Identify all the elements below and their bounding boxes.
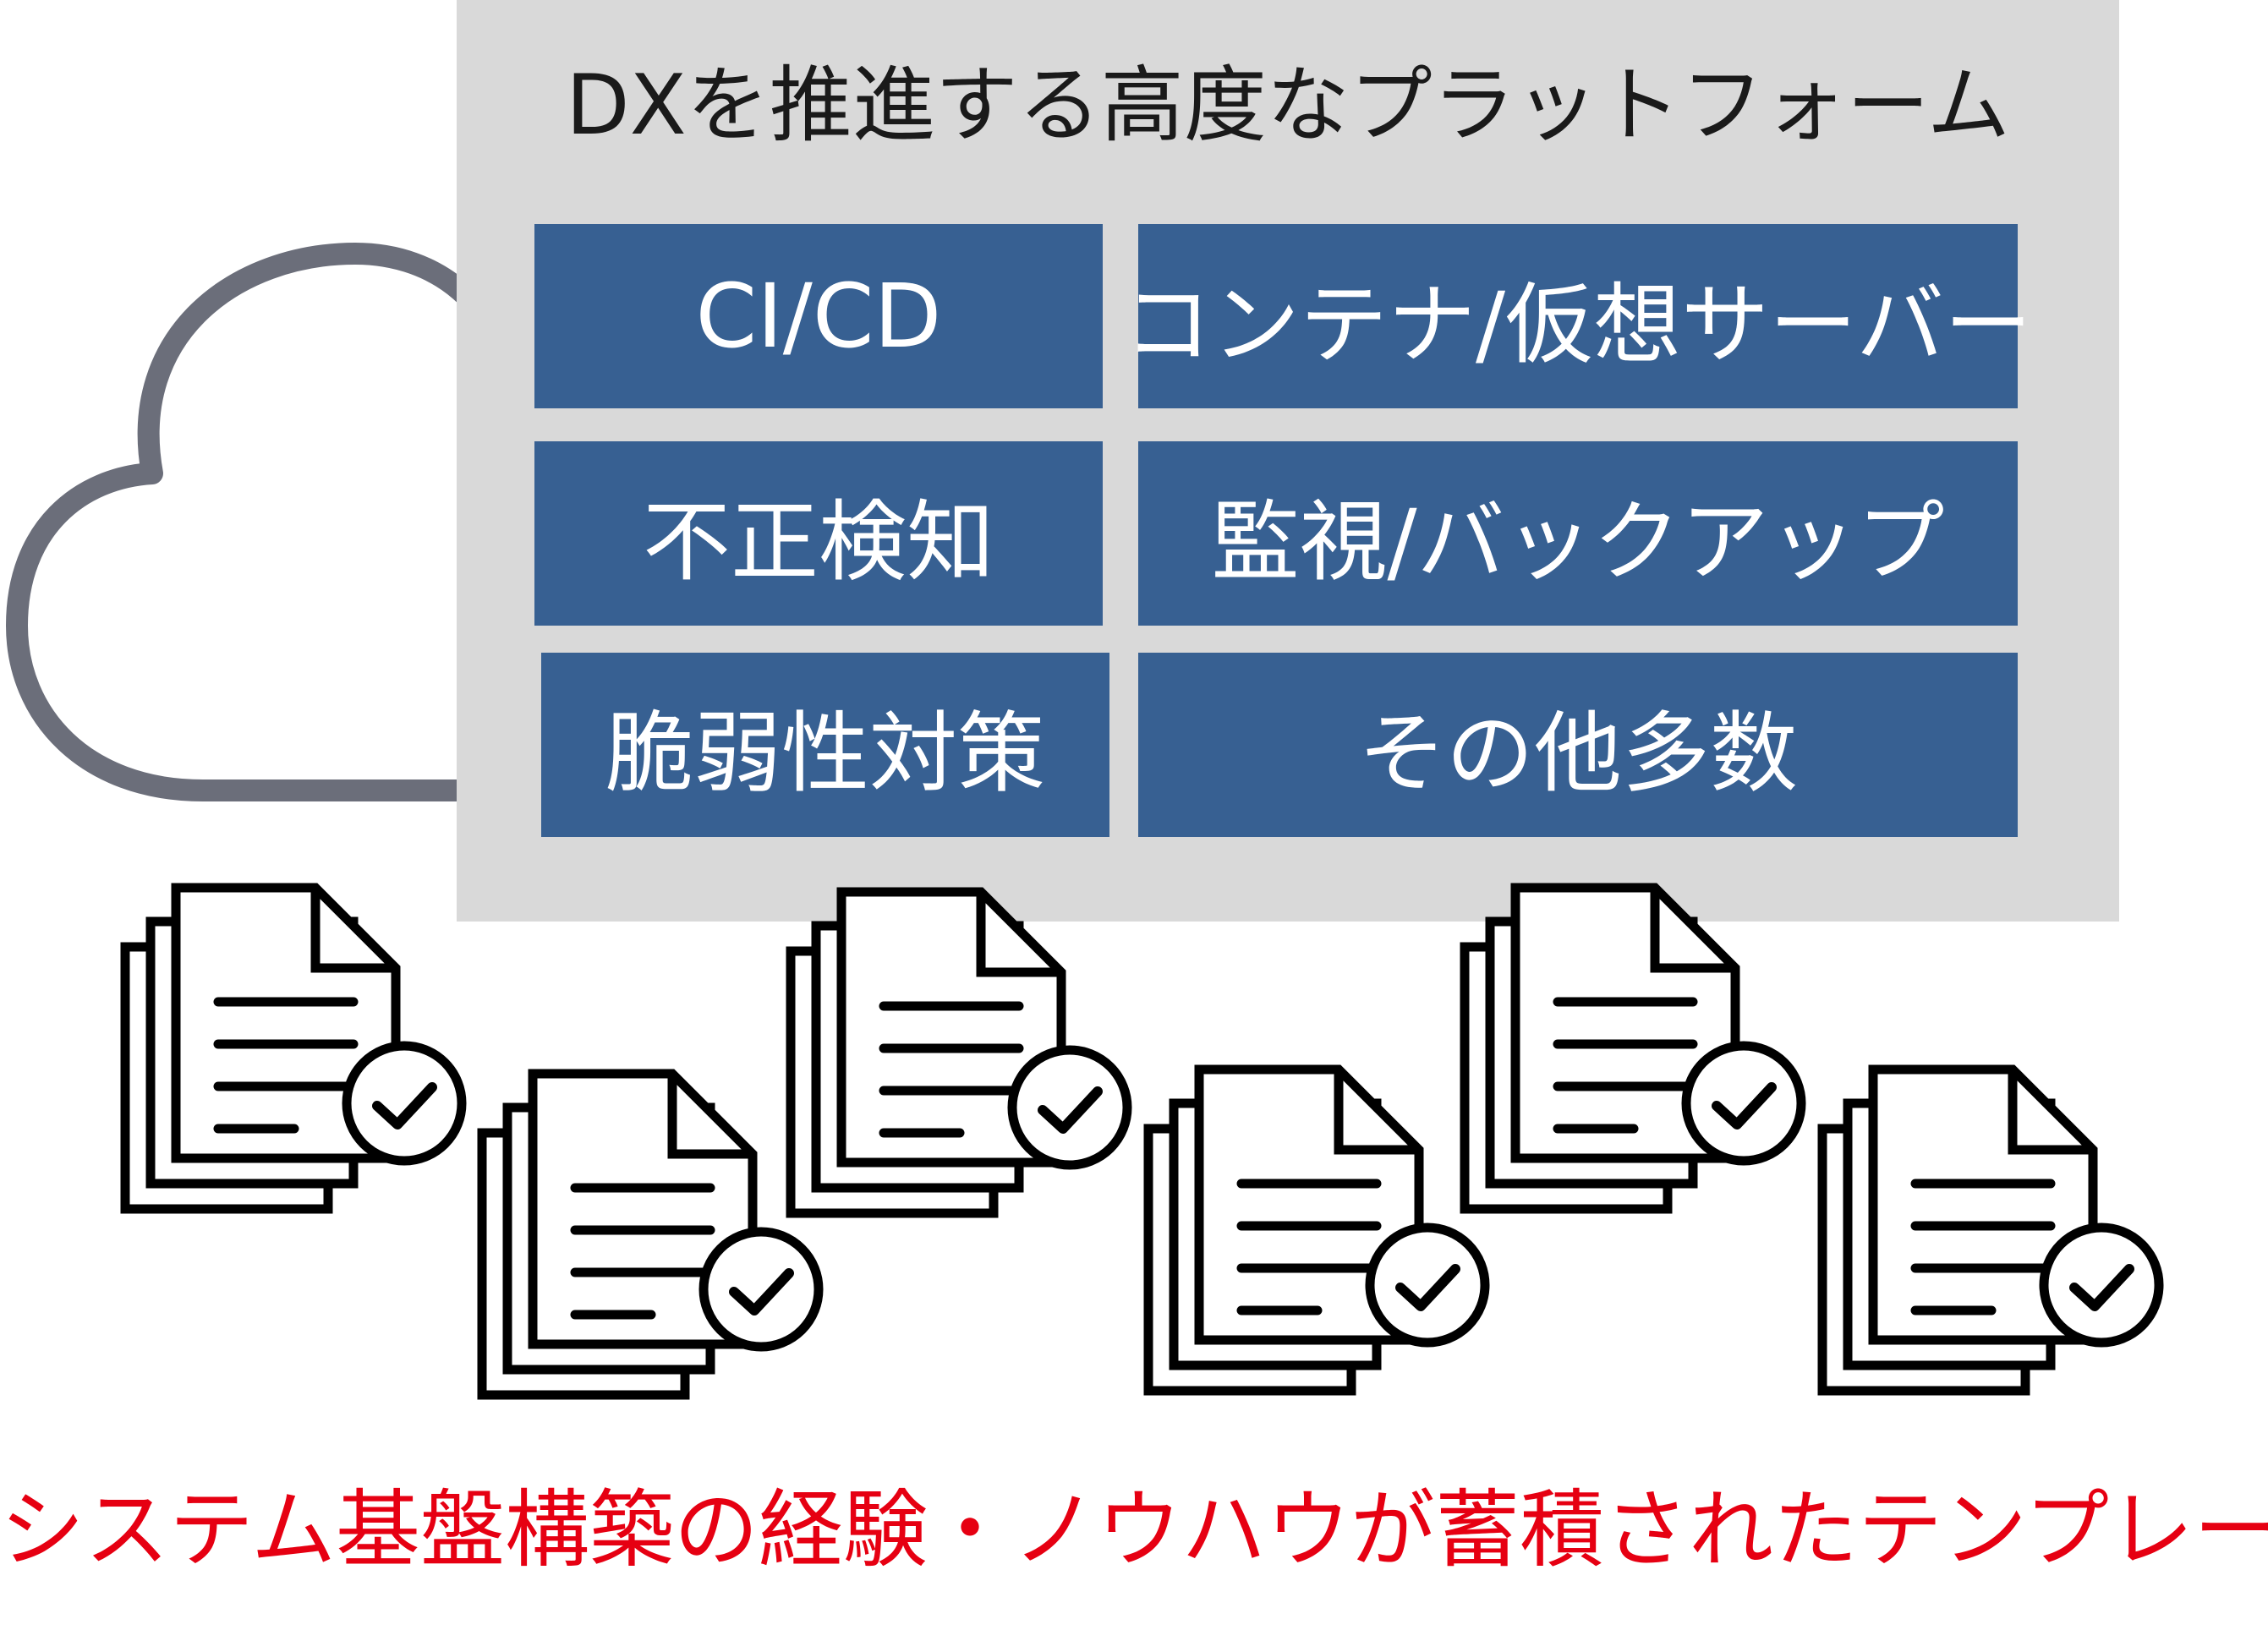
tile-container-vm: コンテナ/仮想サーバー — [1124, 224, 2032, 408]
template-doc-icon — [1465, 888, 1801, 1209]
template-doc-icon — [1822, 1069, 2159, 1391]
tile-fraud-detection: 不正検知 — [534, 441, 1103, 626]
template-doc-icon — [791, 892, 1127, 1213]
tile-monitoring-backup: 監視/バックアップ — [1138, 441, 2018, 626]
tile-vulnerability: 脆弱性対策 — [541, 653, 1109, 837]
tile-others: その他多数 — [1138, 653, 2018, 837]
template-caption: システム基盤構築の経験・ノウハウが蓄積されたテンプレート — [0, 1480, 2268, 1579]
template-doc-icon — [125, 888, 462, 1209]
template-doc-icon — [1148, 1069, 1485, 1391]
template-doc-icon — [482, 1074, 819, 1395]
platform-title: DXを推進する高度なプラットフォーム — [566, 57, 2010, 154]
tile-ci-cd: CI/CD — [534, 224, 1103, 408]
